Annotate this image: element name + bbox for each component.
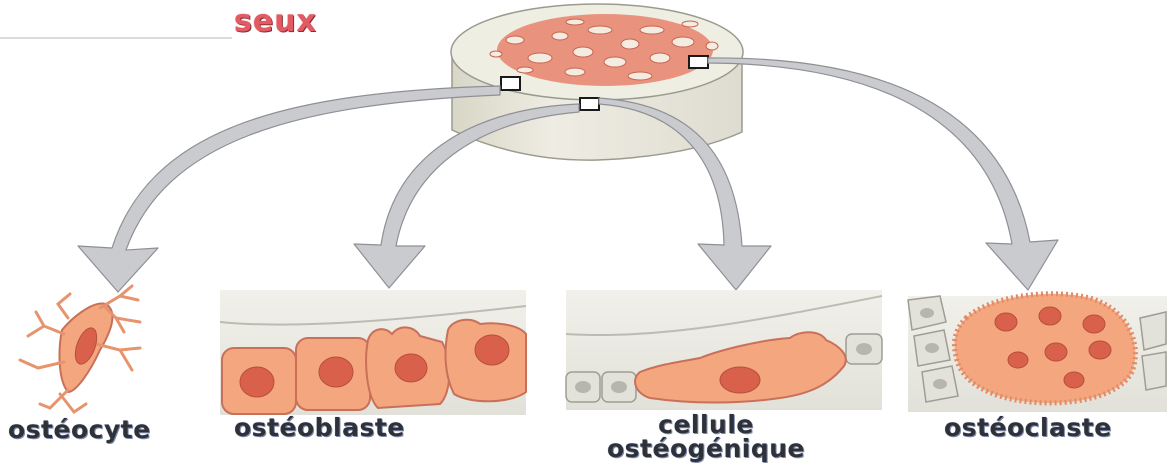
nucleus	[475, 335, 509, 365]
nucleus	[319, 357, 353, 387]
osteoblaste-panel	[220, 290, 526, 415]
label-osteocyte: ostéocyte	[8, 418, 151, 442]
marker-square-right	[689, 56, 708, 68]
nucleus	[1008, 352, 1028, 368]
marker-square-left	[501, 77, 520, 90]
nucleus	[395, 354, 427, 382]
osteoclaste-panel	[908, 294, 1167, 412]
cellule-osteogenique-panel	[566, 290, 882, 410]
arrow-to-osteocyte	[78, 86, 500, 292]
nucleus	[1039, 307, 1061, 325]
label-osteoclaste: ostéoclaste	[944, 416, 1112, 440]
osteocyte-cell	[20, 286, 140, 412]
nucleus	[1089, 341, 1111, 359]
nucleus	[1083, 315, 1105, 333]
diagram-title: seux	[234, 4, 317, 39]
nucleus	[240, 367, 274, 397]
nucleus	[995, 313, 1017, 331]
nucleus	[1045, 343, 1067, 361]
marker-square-center	[580, 98, 599, 110]
label-osteoblaste: ostéoblaste	[234, 416, 405, 440]
nucleus	[720, 367, 760, 393]
label-osteogenique: ostéogénique	[600, 437, 812, 461]
nucleus	[1064, 372, 1084, 388]
